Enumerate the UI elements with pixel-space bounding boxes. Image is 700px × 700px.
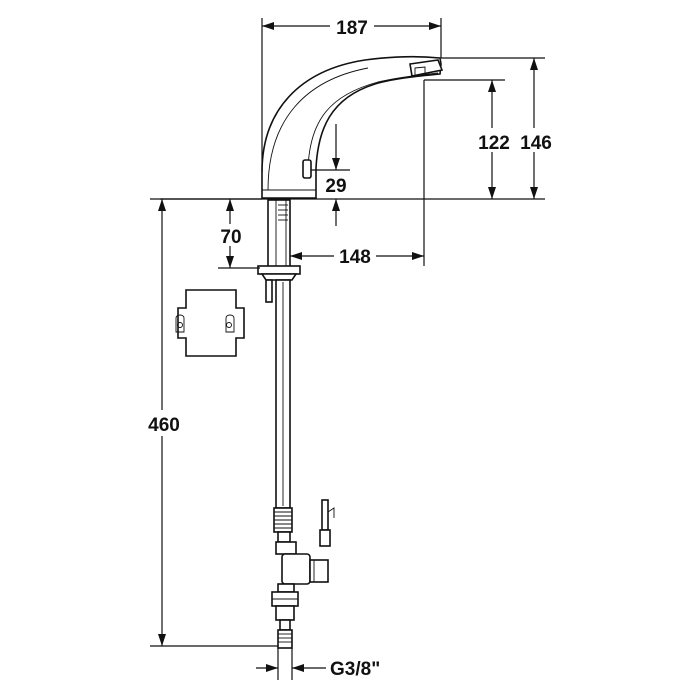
dim-label-122: 122 <box>478 133 510 154</box>
dim-shank-length: 70 <box>214 199 260 269</box>
dim-outlet-height: 122 <box>424 79 510 199</box>
dim-label-29: 29 <box>325 176 346 197</box>
wall-bracket-icon <box>175 289 245 357</box>
mounting-shank <box>257 199 301 303</box>
dim-label-70: 70 <box>220 227 241 248</box>
dim-label-g38: G3/8" <box>330 659 380 680</box>
dim-total-height: 146 <box>441 57 554 199</box>
dim-label-146: 146 <box>520 133 552 154</box>
dim-sensor-height: 29 <box>311 124 350 226</box>
dim-spout-projection: 148 <box>290 244 424 268</box>
dim-label-460: 460 <box>148 415 180 436</box>
dim-label-187: 187 <box>336 18 368 39</box>
faucet-spout <box>261 55 444 199</box>
dim-hose-length: 460 <box>142 198 278 647</box>
flex-hose <box>273 279 293 533</box>
solenoid-valve <box>271 499 335 649</box>
dim-connection-thread: G3/8" <box>256 648 380 680</box>
dim-label-148: 148 <box>339 247 371 268</box>
dim-spout-reach: 187 <box>261 14 442 172</box>
